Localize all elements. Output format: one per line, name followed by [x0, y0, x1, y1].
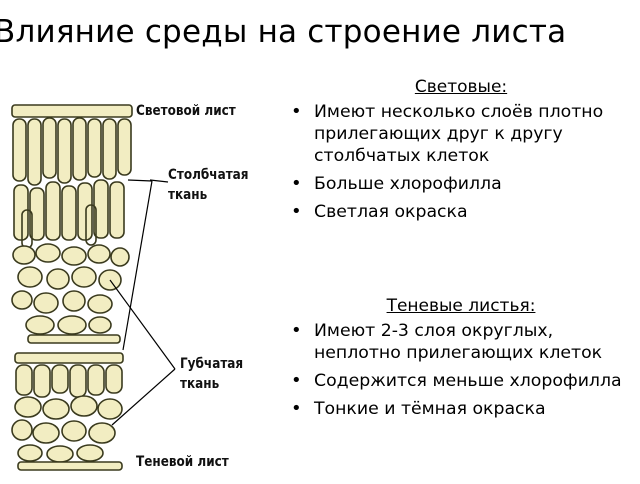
- shade-leaf-section: [11, 352, 124, 471]
- light-leaves-section: Световые: Имеют несколько слоёв плотно п…: [287, 77, 635, 229]
- label-light-leaf: Световой лист: [136, 103, 236, 119]
- list-item: Тонкие и тёмная окраска: [287, 398, 635, 420]
- palisade-pointer-top: [149, 179, 169, 183]
- shade-leaves-section: Теневые листья: Имеют 2-3 слоя округлых,…: [287, 296, 635, 426]
- label-spongy-1: Губчатая: [180, 356, 244, 372]
- light-leaf-section: [11, 104, 133, 344]
- list-item: Имеют 2-3 слоя округлых, неплотно прилег…: [287, 320, 635, 364]
- leaf-structure-diagram: Световой лист Столбчатая ткань Губчатая …: [0, 85, 290, 480]
- light-leaf-lower-epidermis: [27, 334, 121, 344]
- list-item: Имеют несколько слоёв плотно прилегающих…: [287, 101, 635, 167]
- pointer-lines: [109, 179, 176, 426]
- light-leaf-upper-epidermis: [11, 104, 133, 118]
- label-shade-leaf: Теневой лист: [136, 454, 229, 470]
- palisade-pointer-to-light: [127, 179, 153, 182]
- light-leaf-spongy-tissue: [11, 243, 130, 335]
- list-item: Содержится меньше хлорофилла: [287, 370, 635, 392]
- light-leaves-heading: Световые:: [414, 77, 508, 97]
- palisade-pointer-to-shade: [122, 180, 153, 351]
- list-item: Светлая окраска: [287, 201, 635, 223]
- light-leaves-list: Имеют несколько слоёв плотно прилегающих…: [287, 101, 635, 223]
- shade-leaf-lower-epidermis: [17, 461, 123, 471]
- label-palisade-1: Столбчатая: [168, 167, 249, 183]
- shade-leaves-heading: Теневые листья:: [386, 296, 536, 316]
- light-leaf-palisade-tissue: [12, 117, 132, 249]
- spongy-pointer-light: [109, 279, 176, 370]
- shade-leaf-spongy-tissue: [11, 395, 123, 463]
- list-item: Больше хлорофилла: [287, 173, 635, 195]
- title-text: Влияние среды на строение листа: [0, 14, 567, 50]
- leaf-cross-sections: [11, 104, 176, 471]
- shade-leaf-palisade-tissue: [15, 364, 123, 398]
- label-palisade-2: ткань: [168, 187, 208, 203]
- spongy-pointer-shade: [111, 368, 176, 426]
- shade-leaf-upper-epidermis: [14, 352, 124, 364]
- shade-leaves-list: Имеют 2-3 слоя округлых, неплотно прилег…: [287, 320, 635, 420]
- label-spongy-2: ткань: [180, 376, 220, 392]
